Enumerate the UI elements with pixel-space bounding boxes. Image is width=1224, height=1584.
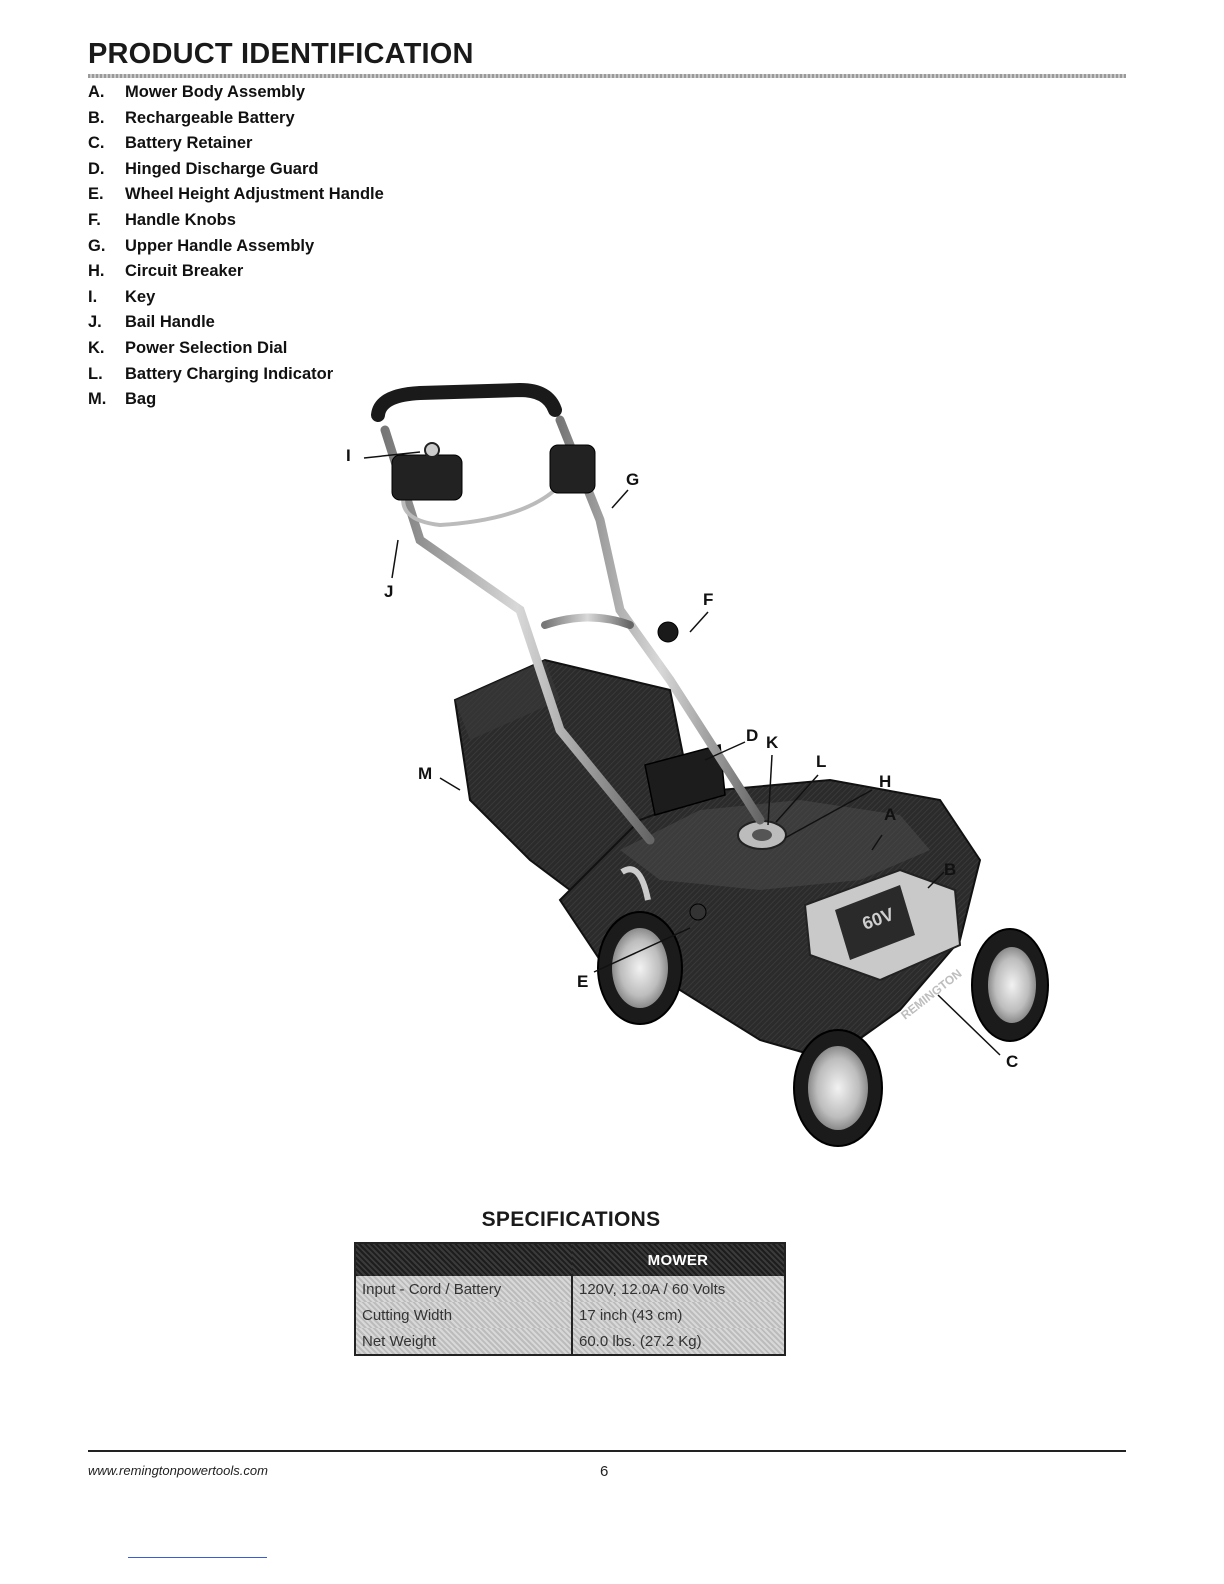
- table-row: Cutting Width 17 inch (43 cm): [355, 1302, 785, 1328]
- bottom-underline: [128, 1557, 267, 1558]
- list-item: F. Handle Knobs: [88, 208, 384, 234]
- discharge-guard: [644, 744, 726, 816]
- part-letter: H.: [88, 262, 105, 281]
- spec-value: 17 inch (43 cm): [572, 1302, 785, 1328]
- part-name: Battery Retainer: [125, 134, 253, 153]
- parts-list: A. Mower Body Assembly B. Rechargeable Bat…: [88, 80, 384, 413]
- callout-h: H: [879, 772, 891, 791]
- switch-box: [391, 442, 463, 501]
- part-letter: J.: [88, 313, 102, 332]
- part-name: Bail Handle: [125, 313, 215, 332]
- front-wheel-left: [793, 1029, 883, 1147]
- list-item: G. Upper Handle Assembly: [88, 234, 384, 260]
- footer-divider: [88, 1450, 1126, 1452]
- list-item: C. Battery Retainer: [88, 131, 384, 157]
- part-name: Wheel Height Adjustment Handle: [125, 185, 384, 204]
- list-item: A. Mower Body Assembly: [88, 80, 384, 106]
- specifications-table: MOWER Input - Cord / Battery 120V, 12.0A…: [354, 1242, 786, 1356]
- page-number: 6: [600, 1463, 609, 1480]
- part-letter: A.: [88, 83, 105, 101]
- part-name: Mower Body Assembly: [125, 83, 306, 101]
- callout-k: K: [766, 733, 779, 752]
- table-header-row: MOWER: [355, 1243, 785, 1276]
- part-name: Key: [125, 287, 156, 306]
- callout-l: L: [816, 752, 826, 771]
- battery: 60V: [803, 868, 962, 982]
- right-grip-box: [549, 444, 596, 494]
- list-item: L. Battery Charging Indicator: [88, 362, 384, 388]
- table-header-blank: [355, 1243, 572, 1276]
- callout-d: D: [746, 726, 758, 745]
- part-letter: B.: [88, 108, 105, 127]
- handle-knob: [657, 621, 679, 643]
- callout-a: A: [884, 805, 896, 824]
- callout-i: I: [346, 446, 351, 465]
- part-letter: M.: [88, 390, 107, 409]
- list-item: D. Hinged Discharge Guard: [88, 157, 384, 183]
- spec-value: 120V, 12.0A / 60 Volts: [572, 1276, 785, 1302]
- table-header: MOWER: [572, 1243, 785, 1276]
- callout-c: C: [1006, 1052, 1018, 1071]
- list-item: M. Bag: [88, 387, 384, 413]
- page-title: PRODUCT IDENTIFICATION: [88, 38, 474, 70]
- callout-m: M: [418, 764, 432, 783]
- table-row: Net Weight 60.0 lbs. (27.2 Kg): [355, 1328, 785, 1355]
- title-divider: [88, 74, 1126, 78]
- part-name: Handle Knobs: [125, 210, 236, 229]
- part-letter: F.: [88, 210, 101, 229]
- part-name: Power Selection Dial: [125, 338, 288, 357]
- part-letter: K.: [88, 338, 105, 357]
- part-letter: L.: [88, 364, 103, 383]
- table-row: Input - Cord / Battery 120V, 12.0A / 60 …: [355, 1276, 785, 1302]
- list-item: J. Bail Handle: [88, 310, 384, 336]
- list-item: B. Rechargeable Battery: [88, 106, 384, 132]
- list-item: H. Circuit Breaker: [88, 259, 384, 285]
- list-item: I. Key: [88, 285, 384, 311]
- part-letter: G.: [88, 236, 106, 255]
- callout-f: F: [703, 590, 713, 609]
- leader-lines: [363, 451, 1001, 1056]
- part-name: Rechargeable Battery: [125, 108, 295, 127]
- callout-e: E: [577, 972, 588, 991]
- callout-j: J: [384, 582, 393, 601]
- part-name: Hinged Discharge Guard: [125, 159, 319, 178]
- part-name: Bag: [125, 390, 157, 409]
- part-letter: I.: [88, 287, 98, 306]
- part-letter: C.: [88, 134, 105, 153]
- list-item: E. Wheel Height Adjustment Handle: [88, 182, 384, 208]
- specifications-title: SPECIFICATIONS: [481, 1208, 661, 1231]
- list-item: K. Power Selection Dial: [88, 336, 384, 362]
- spec-label: Net Weight: [355, 1328, 573, 1355]
- footer-url: www.remingtonpowertools.com: [88, 1463, 268, 1478]
- spec-value: 60.0 lbs. (27.2 Kg): [572, 1328, 785, 1355]
- part-letter: D.: [88, 159, 105, 178]
- part-name: Battery Charging Indicator: [125, 364, 334, 383]
- key-icon: [424, 442, 440, 458]
- front-wheel-right: [971, 928, 1049, 1042]
- part-name: Upper Handle Assembly: [125, 236, 315, 255]
- callout-b: B: [944, 860, 956, 879]
- callout-g: G: [626, 470, 639, 489]
- bail-handle: [401, 488, 557, 528]
- spec-label: Cutting Width: [355, 1302, 573, 1328]
- rear-wheel-left: [597, 911, 683, 1025]
- part-letter: E.: [88, 185, 104, 204]
- height-adjust-handle: [620, 866, 651, 901]
- mower-illustration: 60V REMINGTON: [330, 380, 1070, 1160]
- part-name: Circuit Breaker: [125, 262, 244, 281]
- spec-label: Input - Cord / Battery: [355, 1276, 573, 1302]
